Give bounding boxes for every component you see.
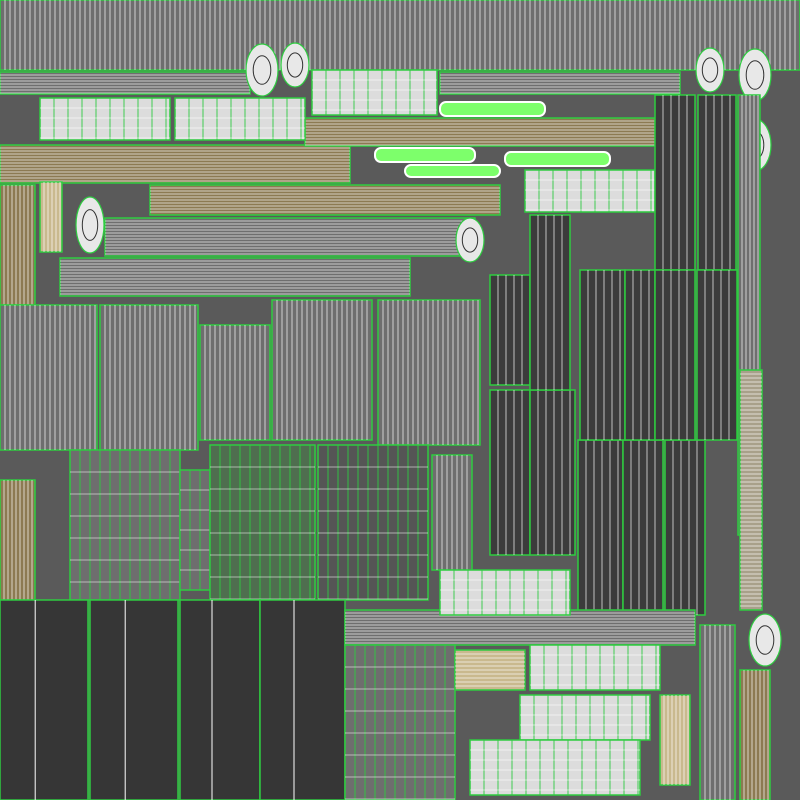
dark-vertical-panel	[654, 94, 696, 271]
dark-floor-panel	[179, 599, 261, 800]
cushion-island	[524, 169, 656, 213]
slat-panel	[99, 304, 199, 451]
pod-part	[75, 196, 105, 254]
wood-plank-band	[304, 117, 656, 147]
dark-vertical-panel	[624, 269, 656, 441]
pod-part-inner	[81, 209, 99, 241]
highlight-bar	[404, 164, 501, 178]
pod-part	[455, 217, 485, 263]
dark-vertical-panel	[489, 389, 531, 556]
dark-floor-panel	[259, 599, 346, 800]
highlight-bar	[374, 147, 476, 163]
dark-vertical-panel	[579, 269, 626, 441]
cushion-island	[529, 644, 661, 691]
dark-vertical-panel	[529, 214, 571, 391]
dark-floor-panel	[89, 599, 179, 800]
pod-part	[245, 43, 279, 97]
wood-stack	[739, 669, 771, 800]
plank-band	[439, 71, 681, 95]
pod-part-inner	[286, 52, 304, 78]
cushion-island	[311, 69, 438, 116]
slat-panel	[0, 304, 98, 451]
dark-vertical-panel	[696, 269, 738, 441]
pod-part	[280, 42, 310, 88]
pod-part-inner	[701, 57, 719, 83]
pod-part	[695, 47, 725, 93]
green-grid-panel	[344, 644, 456, 800]
dark-vertical-panel	[654, 269, 696, 441]
dark-floor-panel	[0, 599, 89, 800]
green-grid-panel	[317, 444, 429, 601]
pod-part-inner	[252, 55, 272, 85]
cushion-island	[469, 739, 641, 796]
wood-stack	[659, 694, 691, 786]
dark-vertical-panel	[577, 439, 624, 616]
dark-vertical-panel	[489, 274, 531, 386]
cushion-island	[519, 694, 651, 741]
pod-part	[748, 613, 782, 667]
pod-part-inner	[745, 60, 765, 90]
cushion-island	[174, 97, 306, 141]
cushion-island	[39, 97, 171, 141]
slat-column	[699, 624, 736, 800]
pod-part	[738, 48, 772, 102]
dark-vertical-panel	[622, 439, 664, 616]
dark-vertical-panel	[529, 389, 576, 556]
cushion-island	[439, 569, 571, 616]
green-grid-panel	[69, 449, 181, 601]
pod-part-inner	[461, 227, 479, 253]
highlight-bar	[439, 101, 546, 117]
wood-stack	[0, 479, 36, 601]
pod-part-inner	[755, 625, 775, 655]
wood-stack	[0, 184, 36, 306]
highlight-bar	[504, 151, 611, 167]
wood-stack	[39, 181, 63, 253]
dark-vertical-panel	[664, 439, 706, 616]
